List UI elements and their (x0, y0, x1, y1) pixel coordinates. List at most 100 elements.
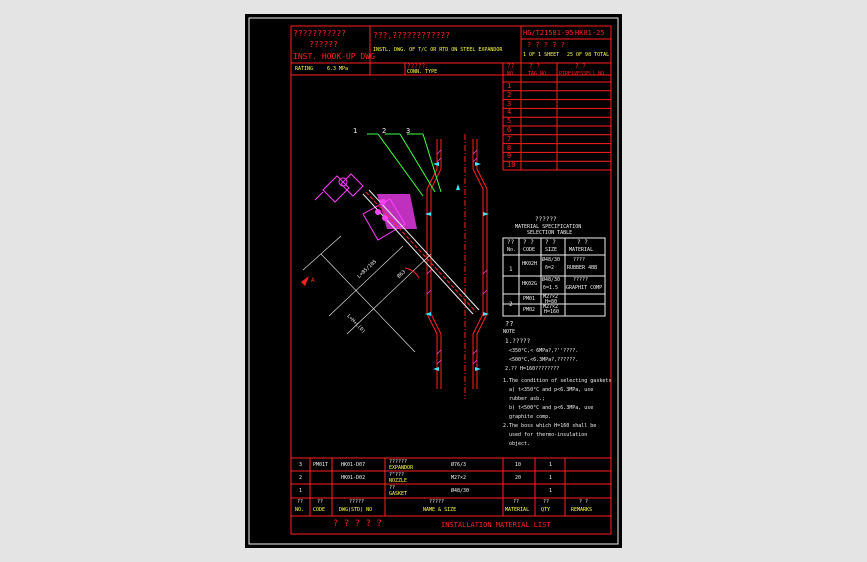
bom-h-qty: QTY (541, 507, 551, 513)
spec-r1b-mat-cn: ????? (573, 277, 589, 283)
note-en-2: 2.The boss which H=160 shall be (503, 423, 597, 429)
bom-h-name-cn: ????? (429, 499, 445, 505)
spec-h-no: No. (507, 247, 517, 253)
spec-r1-code: HK02H (522, 261, 538, 267)
list-row-number: 10 (507, 161, 516, 170)
spec-r2b-size-2: H=160 (544, 309, 560, 315)
bom-h-no: NO. (295, 507, 305, 513)
bom-cell-name-cn: ?????? (389, 459, 408, 465)
spec-r2-no: 2 (509, 301, 513, 308)
bom-cell-name: NOZZLE (389, 478, 408, 484)
bom-h-std: DWG(STD) NO (339, 507, 373, 513)
list-no-cn: ?? (507, 63, 515, 70)
bom-cell-qty: 1 (549, 462, 553, 468)
bom-h-no-cn: ?? (297, 499, 304, 505)
spec-r2-code: PM01 (523, 296, 536, 302)
spec-r1b-size-1: Ø48/30 (542, 277, 561, 283)
bom-cell-no: 1 (299, 488, 303, 494)
spec-h-code-cn: ? ? (523, 239, 534, 246)
spec-r1-mat: RUBBER 4BB (567, 265, 598, 271)
spec-r1b-code: HK02G (522, 281, 538, 287)
spec-r1-size-1: Ø48/30 (542, 257, 561, 263)
drawing-sheet: ??????????? ?????? INST. HOOK-UP DWG ???… (245, 14, 622, 548)
bom-cell-code: PM01T (313, 462, 329, 468)
list-row-number: 8 (507, 143, 512, 152)
list-tag-cn: ? ? (529, 63, 540, 70)
rating-value: 6.3 MPa (327, 66, 349, 72)
list-row-number: 4 (507, 108, 512, 117)
bom-cell-name: GASKET (389, 491, 408, 497)
list-row-number: 3 (507, 99, 512, 108)
spec-r1-size-2: δ=2 (545, 265, 555, 271)
spec-r2-size-2: H=80 (545, 299, 558, 305)
spec-h-size: SIZE (545, 247, 558, 253)
bom-h-name: NAME & SIZE (423, 507, 457, 513)
list-row-number: 7 (507, 134, 512, 143)
bom-cell-name-cn: ?"??? (389, 472, 405, 478)
bom-h-code: CODE (313, 507, 326, 513)
list-row-number: 1 (507, 82, 512, 90)
note-cn-1a: <350°C,< 6MPa?,?''????. (509, 348, 579, 354)
spec-h-mat: MATERIAL (569, 247, 594, 253)
drawing-frame (248, 17, 619, 545)
spec-r1-mat-cn: ???? (573, 257, 586, 263)
bom-cell-mat: 20 (515, 475, 522, 481)
bom-cell-name-cn: ?? (389, 485, 396, 491)
bom-h-rem-cn: ? ? (579, 499, 589, 505)
conn-cn: ?????: (407, 63, 429, 70)
spec-r1b-mat: GRAPHIT COMP (566, 285, 603, 291)
callout-1: 1 (353, 127, 358, 135)
note-cn-2: 2.?? H=160???????? (505, 366, 560, 372)
notes-head-cn: ?? (505, 320, 514, 328)
spec-r2-size-1: M27×2 (543, 294, 559, 300)
bom-cell-qty: 1 (549, 475, 553, 481)
note-cn-1b: <500°C,<6.3MPa?,??????. (509, 357, 579, 363)
note-en-1a: a) t<350°C and p<6.3MPa, use (509, 387, 594, 393)
bom-h-mat: MATERIAL (505, 507, 530, 513)
list-pipe-cn: ? ? (575, 63, 586, 70)
spec-title-en-2: SELECTION TABLE (527, 230, 573, 236)
spec-r1b-size-2: δ=1.5 (543, 285, 559, 291)
spec-title-en-1: MATERIAL SPECIFICATION (515, 224, 582, 230)
bom-cell-no: 3 (299, 462, 303, 468)
list-tag: TAG NO (528, 71, 547, 77)
title-cn-1: ??????????? (293, 29, 346, 38)
note-en-1d: graphite comp. (509, 414, 552, 420)
sheet-info-1: 1 OF 1 SHEET (523, 52, 560, 58)
bom-cell-name: EXPANDOR (389, 465, 414, 471)
bom-h-qty-cn: ?? (543, 499, 550, 505)
bom-cell-qty: 1 (549, 488, 553, 494)
notes-head: NOTE (503, 329, 516, 335)
note-en-1b: rubber asb.; (509, 396, 546, 402)
note-cn-1: 1.????? (505, 338, 531, 345)
note-en-1: 1.The condition of selecting gaskets (503, 378, 612, 384)
rating-label: RATING (295, 66, 314, 72)
arrow-label: A (311, 277, 315, 284)
spec-h-code: CODE (523, 247, 536, 253)
spec-r1-no: 1 (509, 266, 513, 273)
list-row-number: 6 (507, 126, 512, 134)
bom-cell-std: HK01-D07 (341, 462, 366, 468)
callout-2: 2 (382, 127, 387, 135)
spec-h-size-cn: ? ? (545, 239, 556, 246)
drawing-no: HK01-25 (575, 29, 605, 37)
spec-h-no-cn: ?? (507, 239, 515, 246)
desc-en: INSTL. DWG. OF T/C OR RTD ON STEEL EXPAN… (373, 47, 503, 53)
list-no: NO. (507, 71, 517, 77)
bom-cell-size: M27×2 (451, 475, 467, 481)
spec-r2b-size-1: M27×2 (543, 304, 559, 310)
list-row-number: 2 (507, 90, 512, 99)
std-code: HG/T21581-95 (523, 29, 574, 37)
bom-footer-en: INSTALLATION MATERIAL LIST (441, 521, 551, 529)
sheet-info-2: 25 OF 98 TOTAL (567, 52, 610, 58)
bom-h-std-cn: ????? (349, 499, 365, 505)
bom-cell-std: HK01-D02 (341, 475, 366, 481)
bom-h-code-cn: ?? (317, 499, 324, 505)
note-en-1c: b) t<500°C and p<6.3MPa, use (509, 405, 594, 411)
bom-cell-mat: 10 (515, 462, 522, 468)
bom-footer-cn: ? ? ? ? ? (333, 519, 382, 529)
bom-h-rem: REMARKS (571, 507, 593, 513)
sheet-cn: ? ? ? ? ? (527, 41, 565, 49)
list-row-number: 9 (507, 152, 512, 161)
title-cn-2: ?????? (309, 40, 338, 49)
